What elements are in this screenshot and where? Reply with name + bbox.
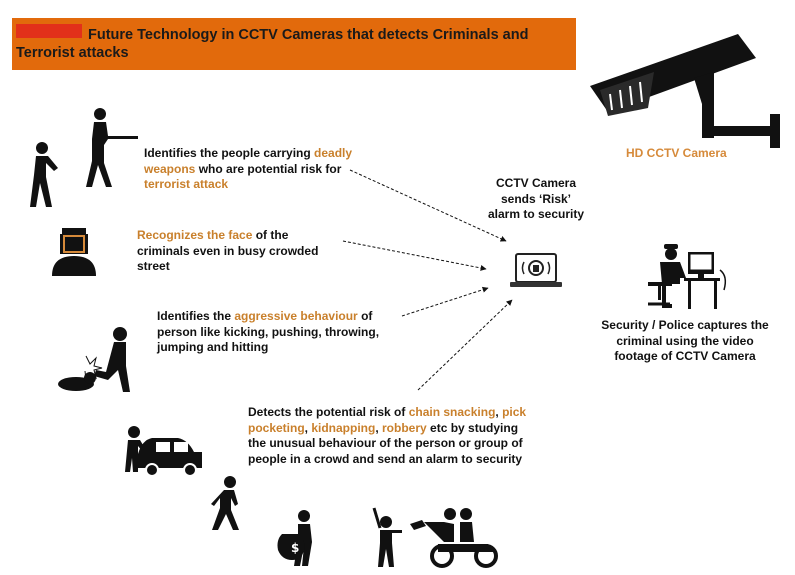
item-weapons-t1: Identifies the people carrying <box>144 146 315 160</box>
item-crowd-h2: pick pocketing <box>248 405 527 435</box>
cctv-camera-icon <box>590 34 780 148</box>
item-face-h1: Recognizes the face <box>137 228 253 242</box>
camera-label: HD CCTV Camera <box>626 146 727 160</box>
item-crowd-t5: etc by studying the unusual behaviour of… <box>248 420 523 466</box>
face-scan-icon <box>52 228 96 276</box>
robbery-icon: $ <box>277 510 312 566</box>
item-aggression-t1: Identifies the <box>157 309 235 323</box>
center-caption: CCTV Camera sends ‘Risk’ alarm to securi… <box>487 176 585 221</box>
banner-mark <box>16 24 82 38</box>
fight-icon <box>58 327 130 392</box>
car-thief-icon <box>125 426 202 476</box>
arrow-aggression <box>401 286 489 317</box>
item-aggression-t2: of person like kicking, pushing, throwin… <box>157 309 380 354</box>
item-crowd-h4: robbery <box>382 420 427 435</box>
arrow-face <box>342 240 487 271</box>
item-face: Recognizes the face of the criminals eve… <box>137 228 337 275</box>
item-weapons-t2: who are potential risk for <box>195 161 342 176</box>
security-caption: Security / Police captures the criminal … <box>601 318 769 363</box>
chain-snatch-bike-icon <box>410 508 498 568</box>
arrow-weapons <box>349 169 507 242</box>
gunman-icon <box>30 108 138 207</box>
kidnap-icon <box>372 507 402 567</box>
item-crowd-t2: , <box>495 405 503 419</box>
item-crowd: Detects the potential risk of chain snac… <box>248 405 533 467</box>
item-face-t1: of the criminals even in busy crowded st… <box>137 228 319 273</box>
item-crowd-h3: kidnapping <box>311 420 376 435</box>
banner-title: Future Technology in CCTV Cameras that d… <box>16 27 529 61</box>
title-banner <box>12 18 576 70</box>
svg-text:$: $ <box>291 541 299 555</box>
item-weapons-h2: terrorist attack <box>144 177 229 191</box>
item-aggression: Identifies the aggressive behaviour of p… <box>157 309 399 356</box>
item-crowd-h1: chain snacking <box>408 405 496 419</box>
pickpocket-icon <box>211 476 239 530</box>
item-crowd-t1: Detects the potential risk of <box>248 405 409 419</box>
item-aggression-h1: aggressive behaviour <box>234 309 358 323</box>
laptop-alarm-icon <box>510 253 562 287</box>
item-crowd-t4: , <box>375 420 383 435</box>
arrow-crowd <box>417 299 513 391</box>
item-weapons-h1: deadly weapons <box>144 146 353 176</box>
security-officer-icon <box>648 244 727 309</box>
item-crowd-t3: , <box>304 420 312 435</box>
item-weapons: Identifies the people carrying deadly we… <box>144 146 354 193</box>
